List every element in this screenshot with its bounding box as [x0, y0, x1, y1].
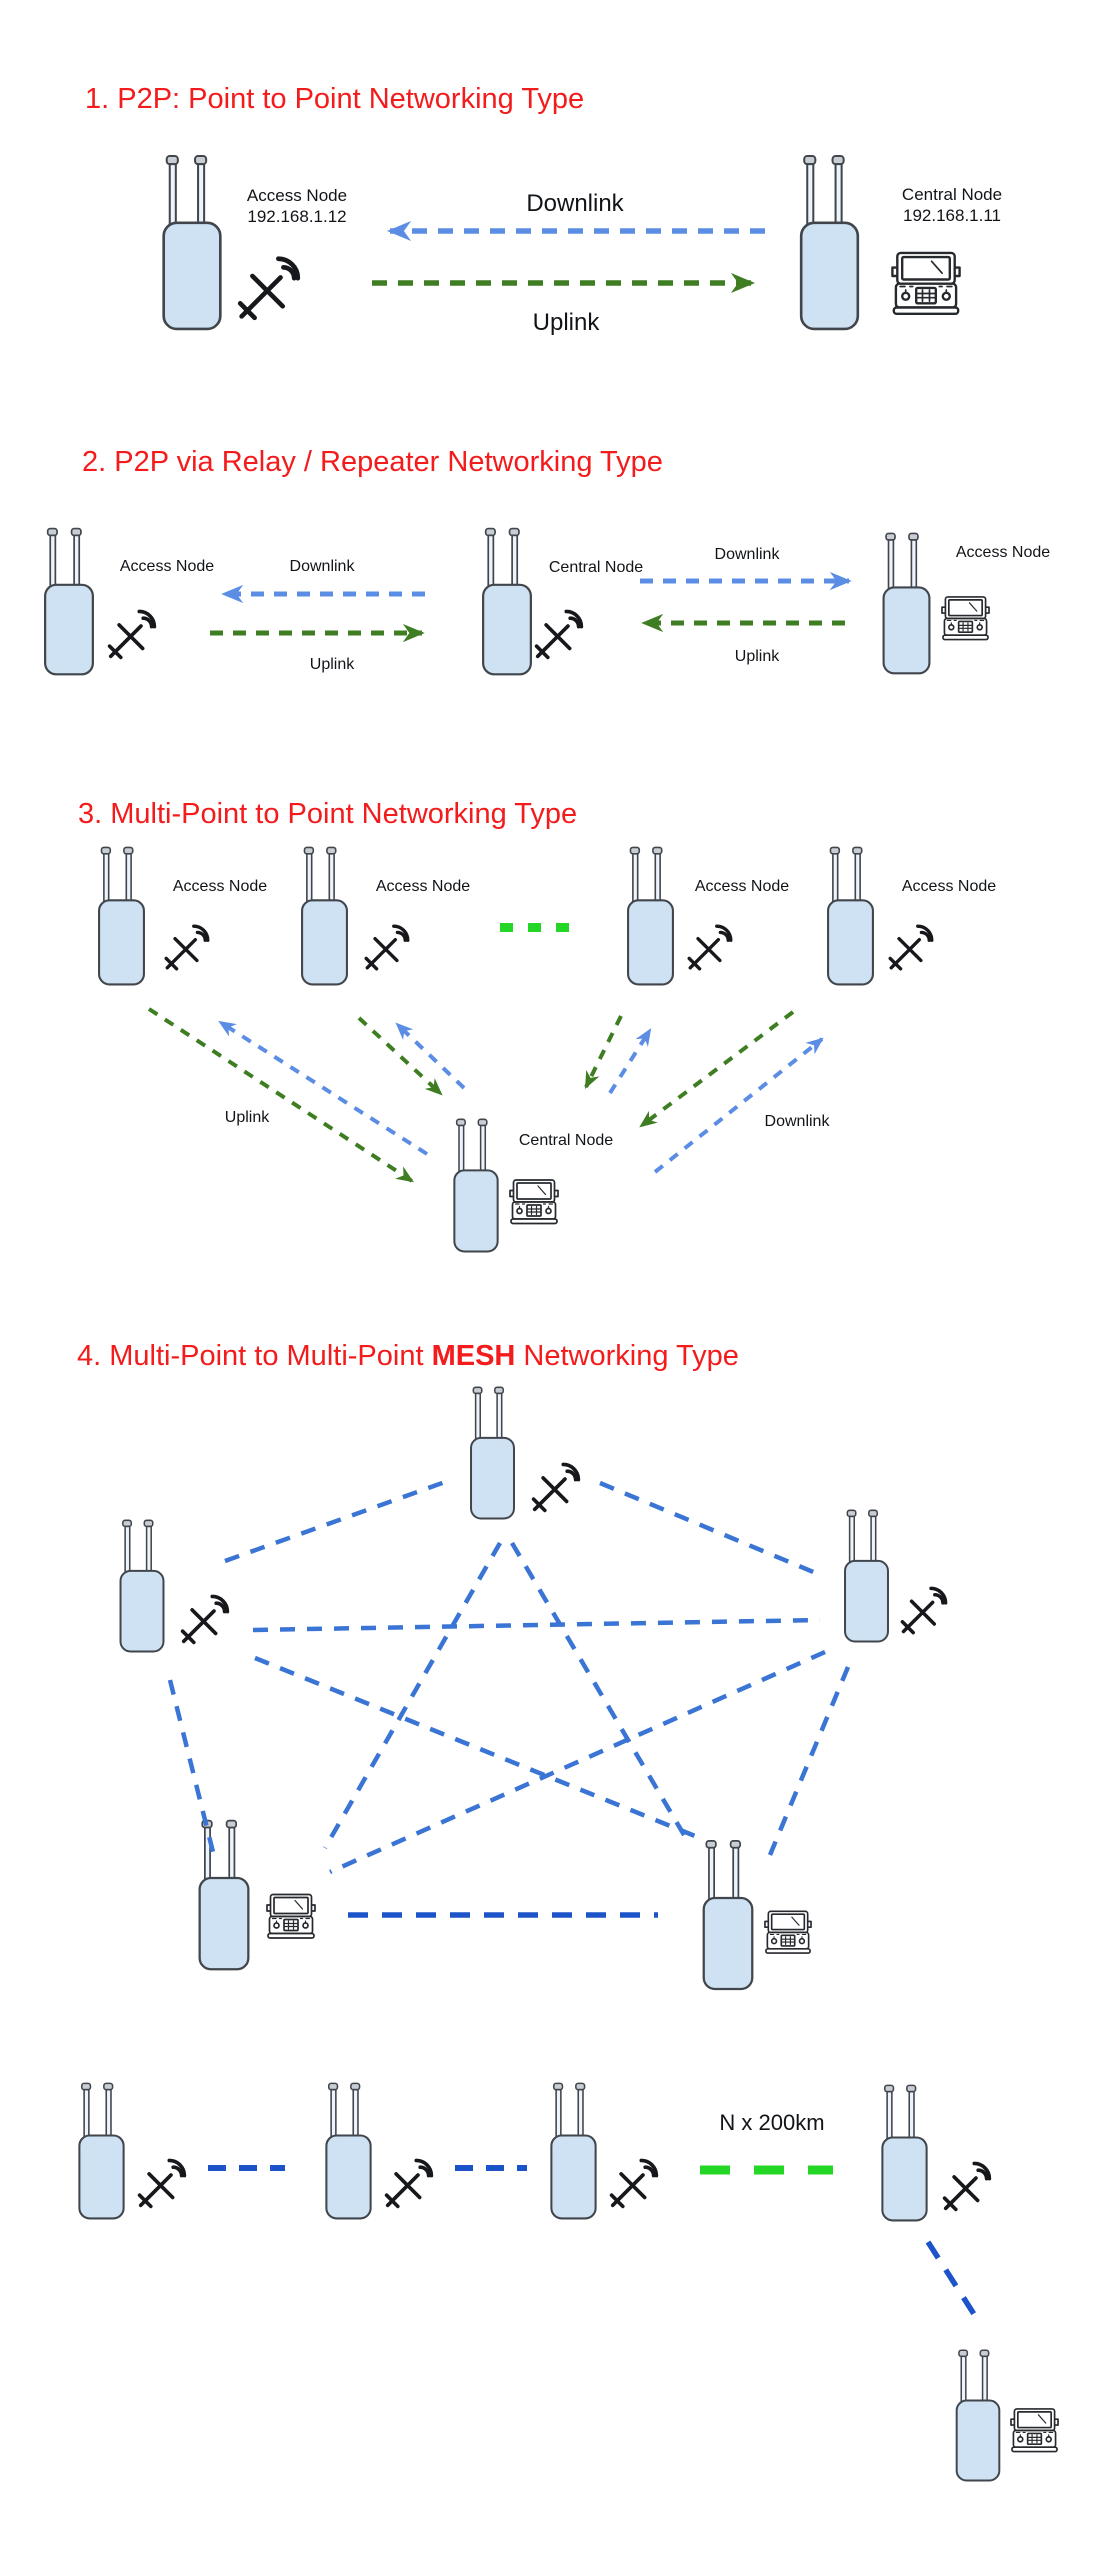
- s3-central-ground-station-icon: [509, 1179, 559, 1225]
- s1-central-ground-station-icon: [891, 251, 961, 316]
- s4-title-bold: MESH: [431, 1340, 516, 1372]
- s4-top-radio-icon: [469, 1386, 516, 1520]
- s4-mesh-link: [323, 1541, 502, 1850]
- s2-downlink-right-label: Downlink: [714, 546, 780, 563]
- s4-left-airplane-icon: [180, 1594, 230, 1645]
- s5-ground-station-icon: [1010, 2407, 1059, 2453]
- s3-access1-radio-icon: [98, 846, 145, 986]
- s3-downlink2-arrow: [395, 1022, 466, 1090]
- s5-node2-radio-icon: [325, 2082, 372, 2220]
- s2-uplink-right-label: Uplink: [734, 648, 780, 665]
- s3-downlink-label: Downlink: [764, 1113, 830, 1130]
- s5-distance-label: N x 200km: [719, 2110, 825, 2135]
- s1-access-radio-icon: [162, 154, 222, 331]
- s3-ellipsis-dot: [528, 923, 541, 932]
- s1-access-airplane-icon: [240, 259, 298, 318]
- s2-access-right-label: Access Node: [955, 544, 1051, 561]
- s4-mesh-link: [252, 1617, 821, 1633]
- s4-mesh-link: [510, 1541, 692, 1847]
- s3-access1-airplane-icon: [166, 926, 208, 969]
- s4-bottom-right-radio-icon: [702, 1839, 754, 1991]
- s3-access4-label: Access Node: [901, 878, 997, 895]
- s4-title-suffix: Networking Type: [515, 1340, 739, 1372]
- s3-downlink3-arrow: [608, 1028, 652, 1095]
- s3-access1-label: Access Node: [172, 878, 268, 895]
- s3-uplink3-arrow: [584, 1015, 623, 1089]
- s3-downlink4-arrow: [653, 1037, 824, 1174]
- s2-access-right-radio-icon: [882, 532, 931, 675]
- section4-title: 4. Multi-Point to Multi-Point MESH Netwo…: [77, 1340, 739, 1373]
- section3-title: 3. Multi-Point to Point Networking Type: [78, 798, 578, 830]
- s3-access3-airplane-icon: [689, 926, 731, 969]
- s4-mesh-link: [329, 1649, 826, 1875]
- s1-central-node-ip: 192.168.1.11: [902, 206, 1001, 225]
- s3-access3-label: Access Node: [694, 878, 790, 895]
- s5-node3-airplane-icon: [612, 2160, 657, 2206]
- s4-right-airplane-icon: [900, 1586, 948, 1635]
- s1-central-node-label: Central Node 192.168.1.11: [902, 184, 1002, 226]
- s3-access3-radio-icon: [627, 846, 674, 986]
- s1-access-node-name: Access Node: [246, 186, 348, 205]
- s2-central-radio-icon: [482, 527, 532, 676]
- section1-title: 1. P2P: Point to Point Networking Type: [85, 83, 585, 115]
- s2-access-left-label: Access Node: [119, 558, 215, 575]
- s4-bottom-left-radio-icon: [198, 1819, 250, 1971]
- s5-node4-airplane-icon: [945, 2163, 990, 2209]
- s1-access-node-ip: 192.168.1.12: [247, 207, 347, 226]
- s2-central-airplane-icon: [537, 611, 582, 657]
- s1-uplink-label: Uplink: [532, 309, 600, 336]
- s5-node1-radio-icon: [78, 2082, 125, 2220]
- s3-central-label: Central Node: [518, 1132, 614, 1149]
- s5-node1-airplane-icon: [140, 2160, 185, 2206]
- s5-node4-radio-icon: [881, 2084, 928, 2222]
- s3-ellipsis-dot: [556, 923, 569, 932]
- section2-title: 2. P2P via Relay / Repeater Networking T…: [82, 446, 663, 478]
- s3-uplink4-arrow: [639, 1010, 795, 1128]
- s4-mesh-link: [254, 1655, 701, 1841]
- s4-title-prefix: 4. Multi-Point to Multi-Point: [77, 1340, 432, 1372]
- s4-bottom-right-ground-station-icon: [764, 1910, 812, 1955]
- s3-access4-radio-icon: [827, 846, 874, 986]
- s4-mesh-link: [167, 1679, 216, 1853]
- s3-ellipsis-dot: [500, 923, 513, 932]
- s5-link-to-ground: [925, 2240, 982, 2324]
- s4-left-radio-icon: [119, 1519, 165, 1653]
- s3-access2-label: Access Node: [375, 878, 471, 895]
- s3-uplink1-arrow: [147, 1007, 414, 1183]
- s2-access-left-airplane-icon: [110, 611, 155, 657]
- s1-downlink-label: Downlink: [526, 190, 624, 217]
- s4-bottom-left-ground-station-icon: [266, 1893, 316, 1940]
- s2-central-label: Central Node: [548, 559, 644, 576]
- s2-access-left-radio-icon: [44, 527, 94, 676]
- s1-access-node-label: Access Node 192.168.1.12: [247, 185, 347, 227]
- s3-access2-airplane-icon: [366, 926, 408, 969]
- s5-node3-radio-icon: [550, 2082, 597, 2220]
- s2-access-right-ground-station-icon: [941, 595, 990, 641]
- s1-central-node-name: Central Node: [901, 185, 1003, 204]
- s4-mesh-link: [224, 1479, 446, 1564]
- s2-downlink-left-label: Downlink: [289, 558, 355, 575]
- s5-ground-radio-icon: [955, 2349, 1001, 2482]
- s5-node2-airplane-icon: [387, 2160, 432, 2206]
- s3-central-radio-icon: [453, 1118, 499, 1253]
- s3-downlink1-arrow: [218, 1020, 429, 1156]
- s4-mesh-link: [767, 1666, 851, 1856]
- s3-uplink-label: Uplink: [224, 1109, 270, 1126]
- s4-mesh-link: [599, 1480, 819, 1577]
- s1-central-radio-icon: [799, 154, 860, 331]
- s4-right-radio-icon: [843, 1509, 890, 1643]
- s3-access2-radio-icon: [301, 846, 348, 986]
- s2-uplink-left-label: Uplink: [309, 656, 355, 673]
- s4-top-airplane-icon: [531, 1462, 581, 1513]
- s3-access4-airplane-icon: [890, 926, 932, 969]
